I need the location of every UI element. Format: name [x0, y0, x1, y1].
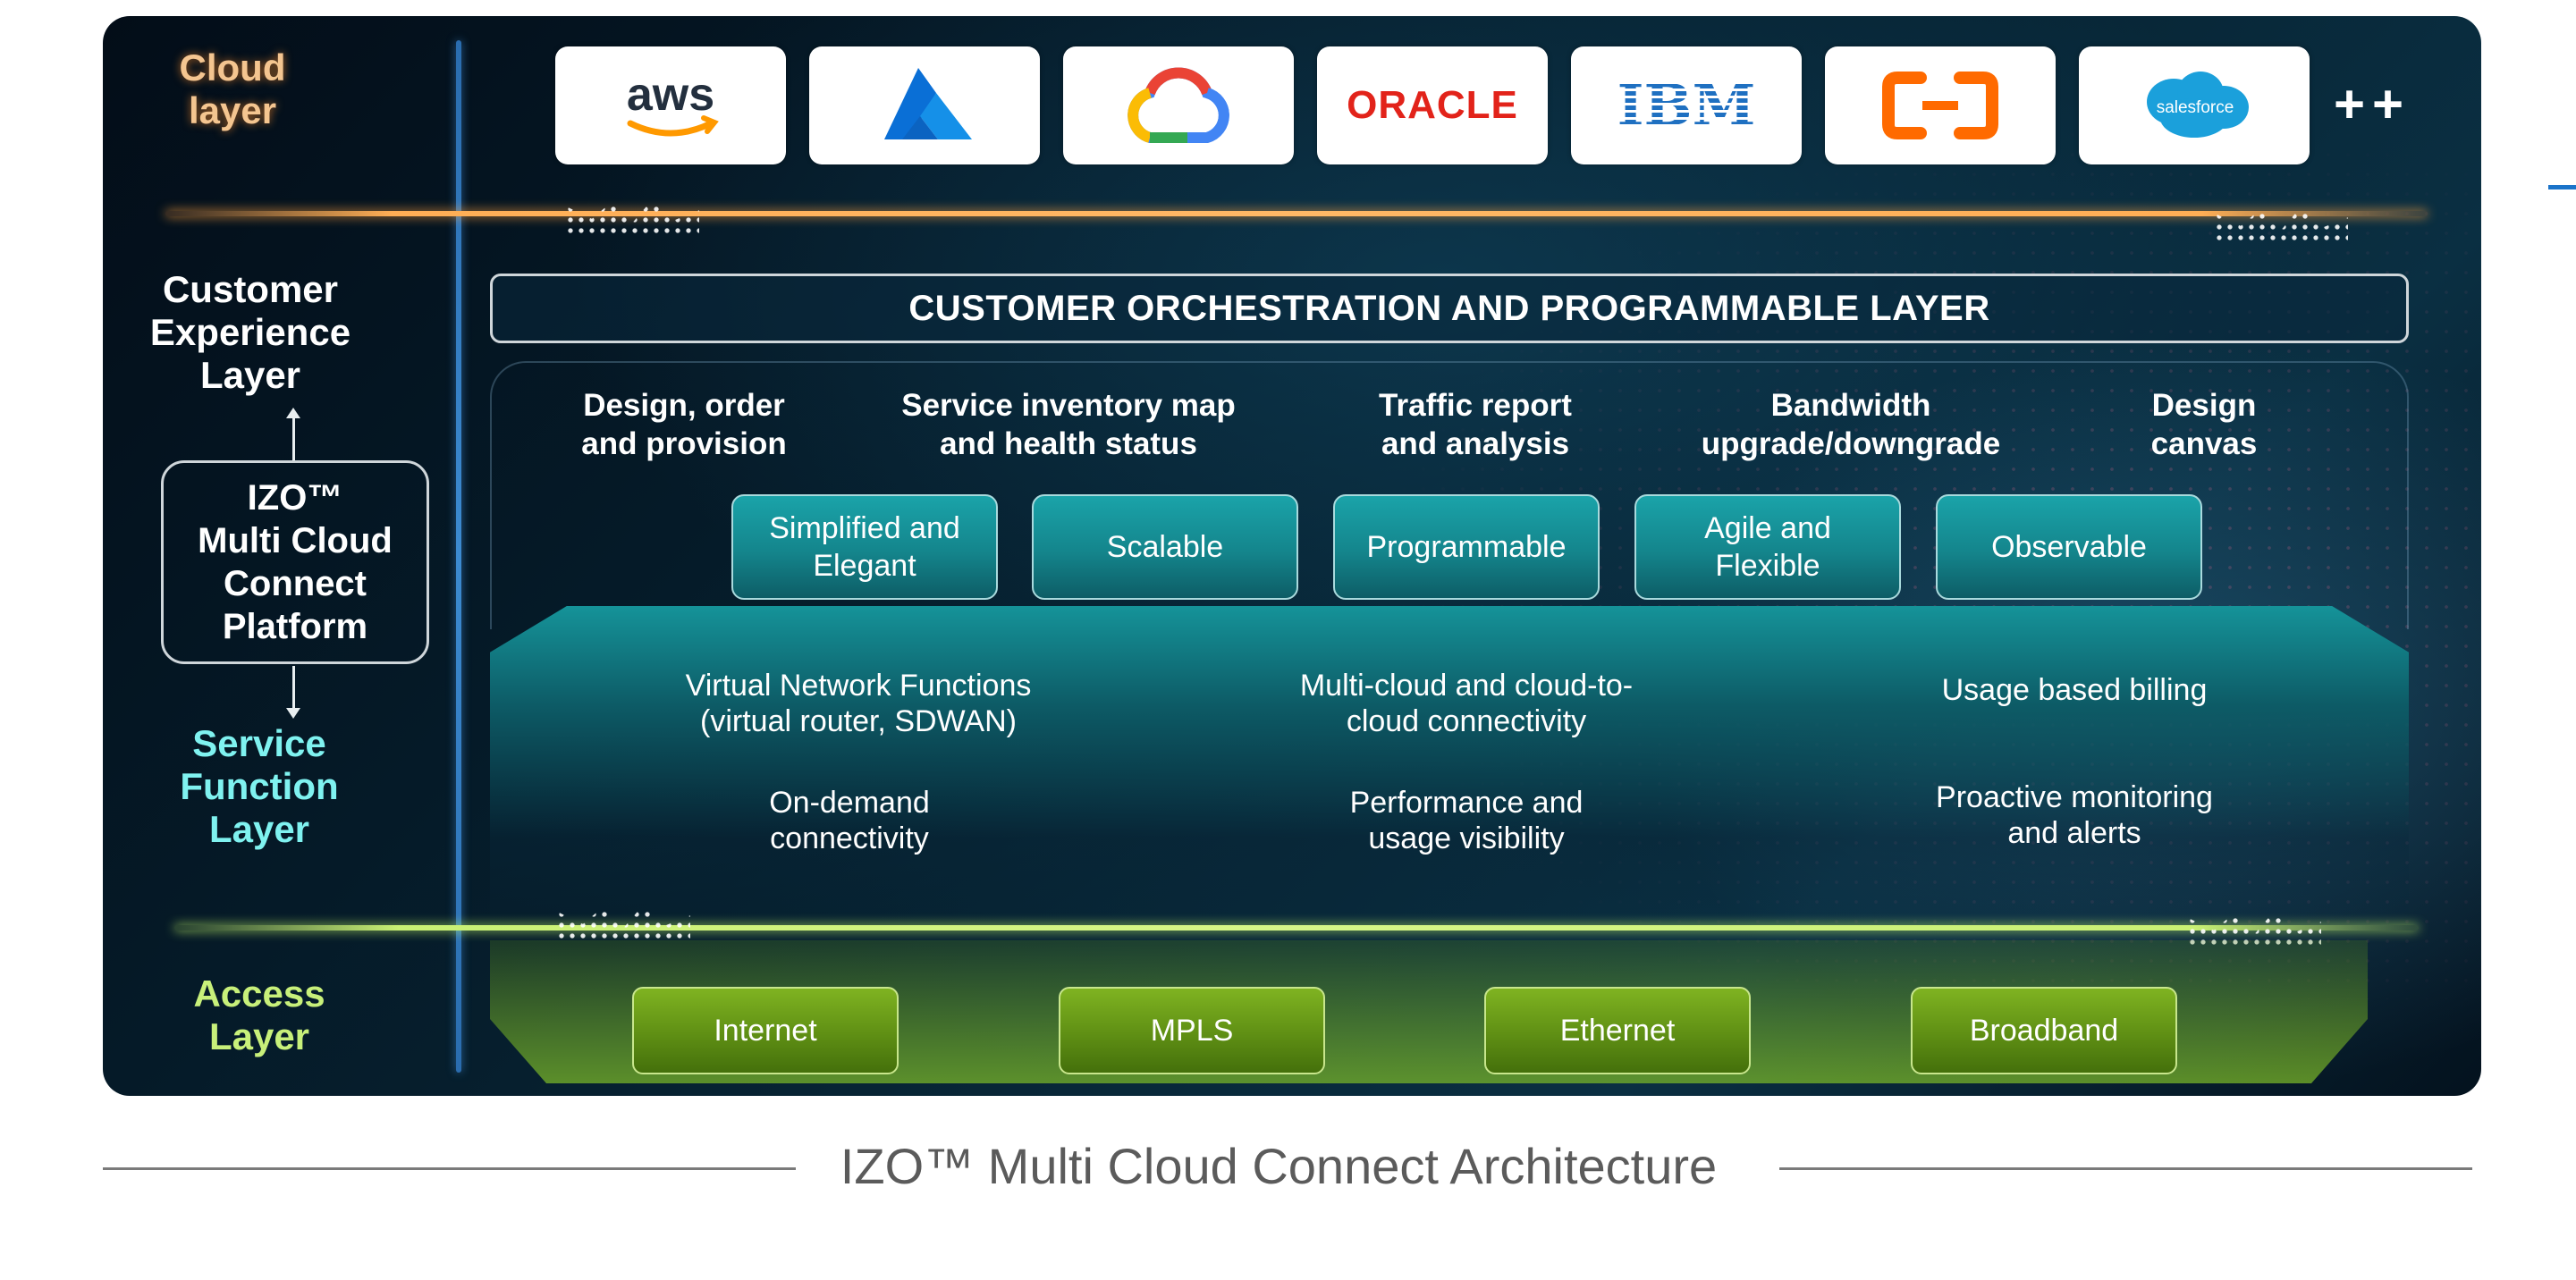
aws-logo-icon: aws [627, 69, 719, 137]
platform-label: IZO™ Multi Cloud Connect Platform [198, 478, 393, 646]
alibaba-cloud-logo-icon [1882, 72, 1998, 139]
svg-text:ORACLE: ORACLE [1347, 83, 1518, 127]
ibm-logo-tile: IBM [1571, 46, 1802, 164]
aws-logo-tile: aws [555, 46, 786, 164]
platform-box: IZO™ Multi Cloud Connect Platform [161, 460, 429, 664]
access-connection-band [174, 925, 2419, 931]
access-layer-label: Access Layer [193, 973, 325, 1057]
service-function-layer-label: Service Function Layer [180, 722, 339, 850]
sf-multi-cloud-connectivity: Multi-cloud and cloud-to- cloud connecti… [1299, 669, 1634, 738]
sf-virtual-network-functions: Virtual Network Functions (virtual route… [685, 669, 1032, 738]
attribute-simplified-elegant: Simplified and Elegant [731, 494, 998, 600]
sf-usage-based-billing: Usage based billing [1941, 673, 2208, 707]
access-ethernet: Ethernet [1484, 987, 1751, 1074]
arrow-down-icon [286, 666, 300, 719]
feature-bandwidth-upgrade: Bandwidth upgrade/downgrade [1701, 388, 2001, 461]
feature-design-canvas: Design canvas [2150, 388, 2258, 461]
access-broadband: Broadband [1911, 987, 2177, 1074]
arrow-up-icon [286, 408, 300, 460]
scrollbar-marker[interactable] [2548, 185, 2576, 189]
caption-rule-left [103, 1167, 796, 1170]
diagram-caption: IZO™ Multi Cloud Connect Architecture [840, 1138, 1718, 1194]
orchestration-title: CUSTOMER ORCHESTRATION AND PROGRAMMABLE … [908, 288, 1990, 328]
svg-text:salesforce: salesforce [2157, 98, 2234, 117]
customer-experience-panel [490, 361, 2409, 629]
feature-traffic-report: Traffic report and analysis [1379, 388, 1572, 461]
azure-logo-icon [884, 68, 972, 139]
attribute-scalable: Scalable [1032, 494, 1298, 600]
more-providers-icon: ++ [2334, 74, 2411, 134]
svg-text:IBM: IBM [1617, 72, 1756, 139]
oracle-logo-icon: ORACLE [1347, 83, 1518, 127]
sf-performance-visibility: Performance and usage visibility [1349, 786, 1584, 855]
sf-on-demand-connectivity: On-demand connectivity [769, 786, 930, 855]
google-cloud-logo-tile [1063, 46, 1294, 164]
salesforce-logo-icon: salesforce [2147, 72, 2249, 138]
customer-experience-layer-label: Customer Experience Layer [149, 268, 351, 396]
azure-logo-tile [809, 46, 1040, 164]
service-function-panel [490, 606, 2409, 937]
salesforce-logo-tile: salesforce [2079, 46, 2310, 164]
access-mpls: MPLS [1059, 987, 1325, 1074]
feature-design-order-provision: Design, order and provision [581, 388, 787, 461]
layer-divider [456, 40, 461, 1073]
attribute-observable: Observable [1936, 494, 2202, 600]
caption-rule-right [1779, 1167, 2472, 1170]
feature-service-inventory: Service inventory map and health status [901, 388, 1236, 461]
oracle-logo-tile: ORACLE [1317, 46, 1548, 164]
attribute-agile-flexible: Agile and Flexible [1634, 494, 1901, 600]
cloud-connection-band [165, 211, 2428, 216]
access-internet: Internet [632, 987, 899, 1074]
sf-proactive-monitoring: Proactive monitoring and alerts [1936, 780, 2213, 850]
alibaba-cloud-logo-tile [1825, 46, 2056, 164]
attribute-programmable: Programmable [1333, 494, 1600, 600]
cloud-layer-label: Cloud layer [179, 46, 286, 131]
orchestration-layer-bar: CUSTOMER ORCHESTRATION AND PROGRAMMABLE … [490, 274, 2409, 343]
ibm-logo-icon: IBM [1617, 72, 1756, 139]
svg-text:aws: aws [627, 69, 714, 121]
google-cloud-logo-icon [1128, 67, 1229, 143]
